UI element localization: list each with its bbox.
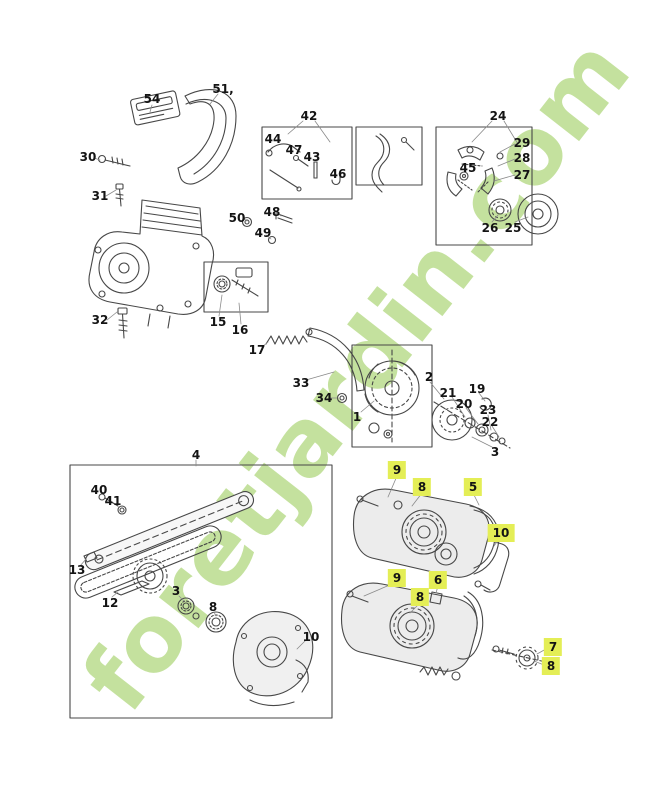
part-label-5: 5: [463, 478, 483, 496]
part-label-45: 45: [459, 161, 477, 175]
part-label-22: 22: [481, 415, 499, 429]
screws-drawing: [97, 154, 131, 339]
part-label-24: 24: [489, 109, 507, 123]
lower-cover-assembly-drawing: [340, 582, 484, 681]
part-label-47: 47: [285, 143, 303, 157]
part-label-50: 50: [228, 211, 246, 225]
part-label-23: 23: [479, 403, 497, 417]
part-label-44: 44: [264, 132, 282, 146]
part-label-8: 8: [541, 657, 561, 675]
part-label-19: 19: [468, 382, 486, 396]
part-label-21: 21: [439, 386, 457, 400]
part-label-7: 7: [543, 638, 563, 656]
part-label-15: 15: [209, 315, 227, 329]
brake-band-drawing: [265, 327, 365, 404]
part-label-12: 12: [101, 596, 119, 610]
part-label-40: 40: [90, 483, 108, 497]
clutch-box-drawing: [435, 126, 559, 246]
part-label-30: 30: [79, 150, 97, 164]
part-label-34: 34: [315, 391, 333, 405]
part-label-3: 3: [490, 445, 500, 459]
top-handle-drawing: [130, 89, 237, 185]
part-label-16: 16: [231, 323, 249, 337]
lever-box-drawing: [261, 126, 353, 200]
fastener-parts-drawing: [491, 645, 547, 670]
part-label-2: 2: [424, 370, 434, 384]
part-label-54: 54: [143, 92, 161, 106]
part-label-25: 25: [504, 221, 522, 235]
part-label-10: 10: [302, 630, 320, 644]
part-label-1: 1: [352, 410, 362, 424]
part-label-51,: 51,: [212, 82, 234, 96]
chain-catcher-box-drawing: [355, 126, 423, 193]
part-label-20: 20: [455, 397, 473, 411]
part-label-4: 4: [191, 448, 201, 462]
bar-chain-box-drawing: [69, 464, 333, 719]
part-label-29: 29: [513, 136, 531, 150]
part-label-3: 3: [171, 584, 181, 598]
part-label-46: 46: [329, 167, 347, 181]
part-label-26: 26: [481, 221, 499, 235]
small-bushings-drawing: [241, 212, 293, 245]
part-label-13: 13: [68, 563, 86, 577]
part-label-42: 42: [300, 109, 318, 123]
part-label-48: 48: [263, 205, 281, 219]
part-label-17: 17: [248, 343, 266, 357]
part-label-43: 43: [303, 150, 321, 164]
crankcase-drawing: [88, 199, 215, 329]
part-label-41: 41: [104, 494, 122, 508]
upper-cover-assembly-drawing: [352, 488, 510, 593]
part-label-32: 32: [91, 313, 109, 327]
part-label-33: 33: [292, 376, 310, 390]
part-label-28: 28: [513, 151, 531, 165]
part-label-8: 8: [410, 588, 430, 606]
part-label-27: 27: [513, 168, 531, 182]
part-label-6: 6: [428, 571, 448, 589]
part-label-10: 10: [487, 524, 515, 542]
tensioner-box-drawing: [203, 261, 269, 313]
part-label-31: 31: [91, 189, 109, 203]
part-label-8: 8: [208, 600, 218, 614]
clutch-assembly-drawing: [351, 344, 433, 448]
part-label-9: 9: [387, 461, 407, 479]
part-label-49: 49: [254, 226, 272, 240]
part-label-9: 9: [387, 569, 407, 587]
part-label-8: 8: [412, 478, 432, 496]
clutch-drum-drawing: [431, 397, 511, 449]
